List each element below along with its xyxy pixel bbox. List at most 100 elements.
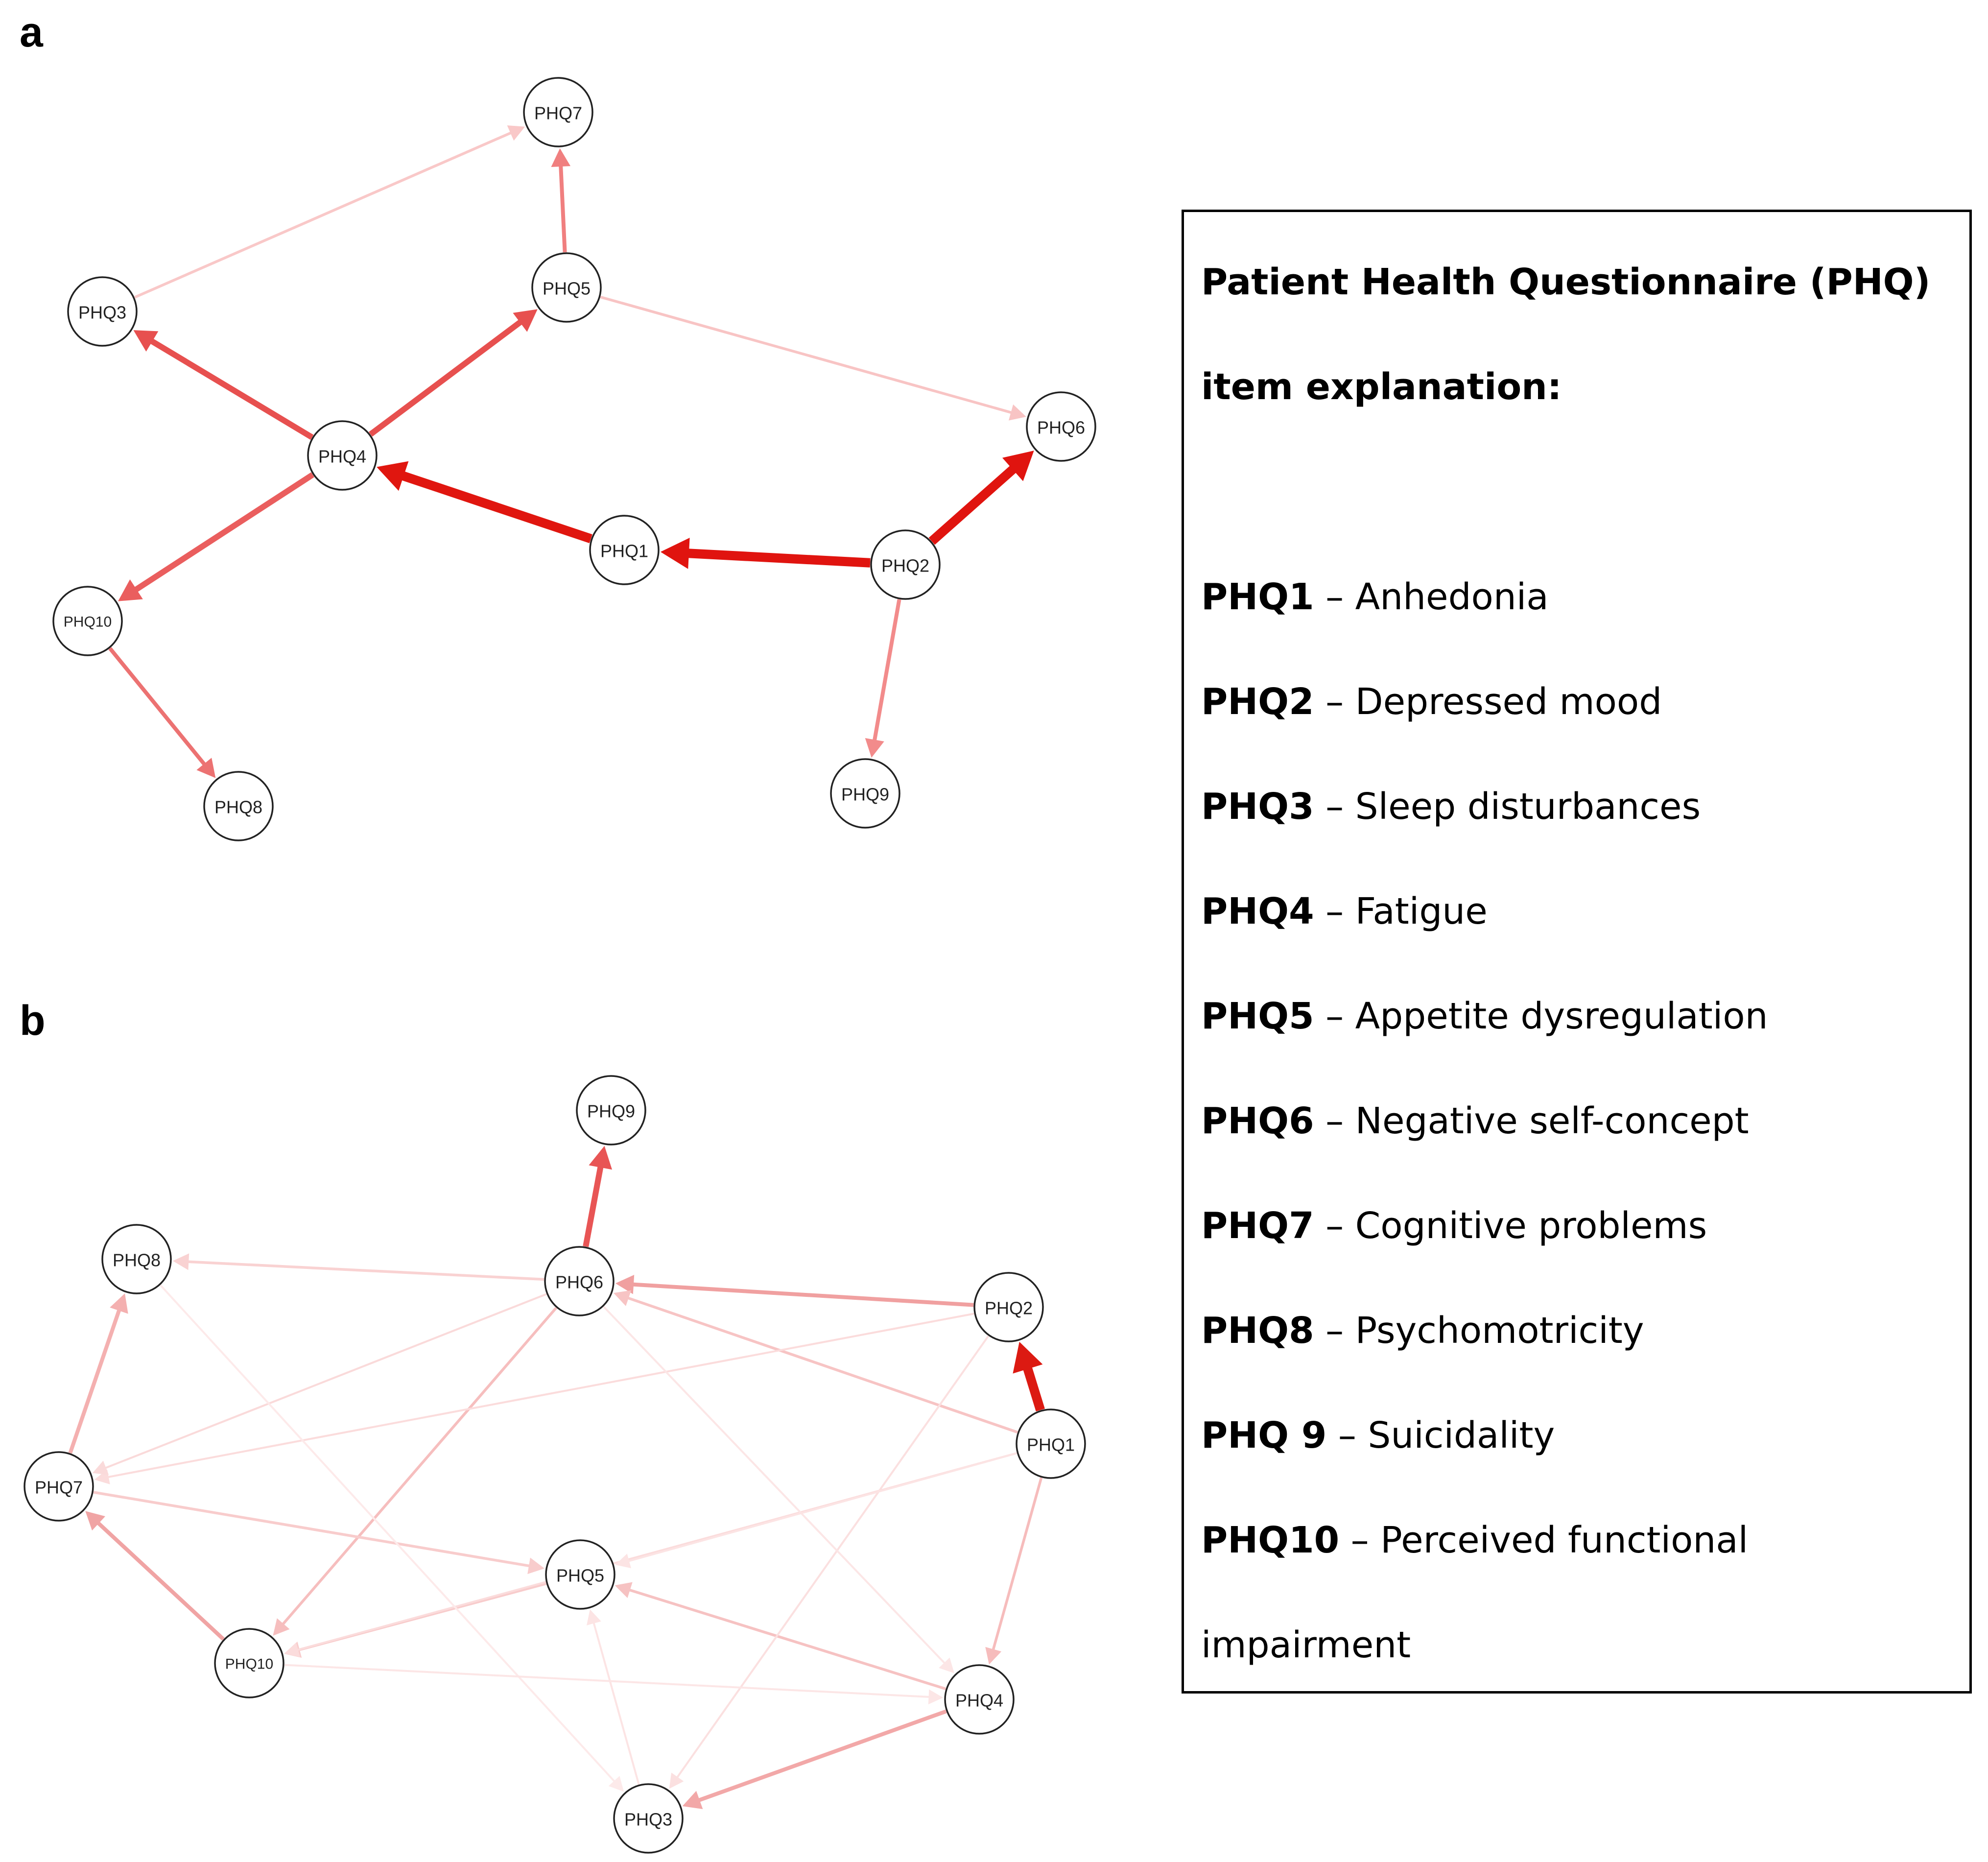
panel-b-arrowhead-phq6-to-phq7 xyxy=(92,1460,109,1475)
legend-title-line-2: item explanation: xyxy=(1201,366,1562,408)
node-label: PHQ5 xyxy=(556,1566,604,1586)
panel-b-edge-phq8-to-phq3 xyxy=(160,1284,615,1783)
panel-b-edge-phq2-to-phq3 xyxy=(676,1335,990,1779)
node-circle xyxy=(24,1451,94,1522)
panel-b-node-phq1: PHQ1 xyxy=(1016,1408,1086,1479)
panel-b-node-phq6: PHQ6 xyxy=(544,1246,615,1316)
network-diagrams: a b PHQ7PHQ3PHQ5PHQ4PHQ6PHQ1PHQ2PHQ10PHQ… xyxy=(20,9,1096,1854)
panel-b-network: PHQ9PHQ8PHQ6PHQ2PHQ1PHQ7PHQ5PHQ10PHQ4PHQ… xyxy=(24,1075,1086,1854)
panel-b-arrowhead-phq10-to-phq7 xyxy=(85,1511,105,1531)
panel-a-node-phq1: PHQ1 xyxy=(589,515,660,585)
legend-item-phq5: PHQ5 – Appetite dysregulation xyxy=(1201,995,1768,1037)
panel-b-arrowhead-phq6-to-phq4 xyxy=(939,1657,954,1673)
panel-b-arrowhead-phq10-to-phq4 xyxy=(928,1689,944,1705)
panel-b-node-phq7: PHQ7 xyxy=(24,1451,94,1522)
panel-b-edge-phq1-to-phq6 xyxy=(627,1296,1018,1434)
panel-a-arrowhead-phq4-to-phq3 xyxy=(133,330,159,352)
panel-b-arrowhead-phq1-to-phq5 xyxy=(615,1553,631,1569)
panel-a-arrowhead-phq4-to-phq5 xyxy=(513,309,538,332)
node-circle xyxy=(203,771,274,841)
panel-b-edge-phq7-to-phq5 xyxy=(93,1491,530,1568)
node-label: PHQ7 xyxy=(534,103,582,123)
panel-b-edge-phq6-to-phq8 xyxy=(188,1260,544,1281)
panel-a-node-phq7: PHQ7 xyxy=(523,77,593,147)
node-circle xyxy=(613,1783,684,1854)
panel-b-node-phq3: PHQ3 xyxy=(613,1783,684,1854)
legend-title-line-1: Patient Health Questionnaire (PHQ) xyxy=(1201,261,1931,303)
panel-b-edge-phq6-to-phq7 xyxy=(104,1293,547,1469)
node-circle xyxy=(307,420,378,491)
panel-b-arrowhead-phq1-to-phq10 xyxy=(284,1642,300,1657)
panel-b-arrowhead-phq1-to-phq2 xyxy=(1013,1341,1043,1374)
panel-b-arrowhead-phq1-to-phq4 xyxy=(985,1647,1002,1665)
panel-a-arrowhead-phq3-to-phq7 xyxy=(507,125,525,141)
node-circle xyxy=(576,1075,646,1146)
panel-b-arrowhead-phq6-to-phq9 xyxy=(589,1146,613,1170)
panel-a-arrowhead-phq5-to-phq6 xyxy=(1008,404,1026,421)
node-label: PHQ9 xyxy=(841,785,889,805)
panel-a-node-phq3: PHQ3 xyxy=(67,276,138,347)
panel-a-edge-phq2-to-phq6 xyxy=(928,465,1017,545)
panel-b-edge-phq10-to-phq7 xyxy=(96,1521,225,1641)
panel-b-letter: b xyxy=(20,997,46,1044)
node-label: PHQ5 xyxy=(543,279,591,299)
panel-a-node-phq10: PHQ10 xyxy=(52,586,123,656)
panel-a-edge-phq5-to-phq6 xyxy=(600,295,1013,414)
legend-item-phq1: PHQ1 – Anhedonia xyxy=(1201,576,1549,618)
panel-a-arrowhead-phq1-to-phq4 xyxy=(377,461,409,491)
panel-a-node-phq2: PHQ2 xyxy=(870,529,941,600)
panel-a-edge-phq2-to-phq1 xyxy=(687,549,871,568)
panel-b-edge-phq4-to-phq5 xyxy=(628,1588,947,1691)
node-label: PHQ10 xyxy=(225,1656,273,1672)
panel-a-edge-phq4-to-phq3 xyxy=(150,338,314,440)
panel-a-letter: a xyxy=(20,9,44,56)
panel-b-node-phq9: PHQ9 xyxy=(576,1075,646,1146)
node-circle xyxy=(531,252,602,323)
panel-b-arrowhead-phq2-to-phq6 xyxy=(615,1274,635,1294)
panel-b-edge-phq6-to-phq4 xyxy=(603,1306,946,1664)
panel-a-edge-phq1-to-phq4 xyxy=(401,471,592,544)
panel-a-arrowhead-phq5-to-phq7 xyxy=(551,148,571,167)
node-circle xyxy=(101,1224,172,1294)
node-circle xyxy=(214,1628,284,1698)
panel-b-arrowhead-phq4-to-phq3 xyxy=(682,1790,703,1810)
panel-b-node-phq10: PHQ10 xyxy=(214,1628,284,1698)
node-circle xyxy=(523,77,593,147)
node-label: PHQ7 xyxy=(35,1478,83,1498)
panel-b-node-phq5: PHQ5 xyxy=(545,1539,615,1610)
panel-b-node-phq2: PHQ2 xyxy=(973,1272,1044,1342)
panel-b-edge-phq2-to-phq6 xyxy=(632,1282,974,1307)
legend-item-phq8: PHQ8 – Psychomotricity xyxy=(1201,1310,1644,1352)
panel-a-node-phq4: PHQ4 xyxy=(307,420,378,491)
panel-b-arrowhead-phq8-to-phq3 xyxy=(608,1776,624,1792)
panel-b-arrowhead-phq3-to-phq5 xyxy=(587,1609,601,1625)
panel-b-edge-phq6-to-phq9 xyxy=(583,1166,604,1247)
panel-b-edge-phq3-to-phq5 xyxy=(592,1622,640,1785)
panel-b-arrowhead-phq4-to-phq5 xyxy=(615,1582,633,1599)
panel-a-arrowhead-phq2-to-phq1 xyxy=(660,538,690,569)
panel-a-arrowhead-phq2-to-phq9 xyxy=(865,738,884,758)
node-label: PHQ2 xyxy=(985,1298,1033,1318)
panel-b-edge-phq1-to-phq5 xyxy=(628,1452,1018,1562)
node-label: PHQ6 xyxy=(1037,418,1085,438)
node-label: PHQ9 xyxy=(587,1101,635,1122)
legend-item-phq3: PHQ3 – Sleep disturbances xyxy=(1201,786,1701,828)
panel-a-node-phq8: PHQ8 xyxy=(203,771,274,841)
node-circle xyxy=(1016,1408,1086,1479)
panel-b-edge-phq6-to-phq10 xyxy=(282,1307,558,1625)
panel-a-edge-phq4-to-phq5 xyxy=(369,319,523,437)
panel-b-edge-phq7-to-phq8 xyxy=(68,1309,121,1454)
panel-b-edge-phq1-to-phq2 xyxy=(1023,1366,1045,1411)
panel-a-arrowhead-phq2-to-phq6 xyxy=(1002,451,1034,481)
panel-a-edge-phq4-to-phq10 xyxy=(134,472,314,593)
node-label: PHQ4 xyxy=(955,1691,1003,1711)
node-circle xyxy=(589,515,660,585)
legend-item-phq4: PHQ4 – Fatigue xyxy=(1201,890,1488,932)
node-label: PHQ2 xyxy=(881,556,929,576)
panel-b-edge-phq4-to-phq3 xyxy=(698,1709,947,1802)
node-label: PHQ3 xyxy=(624,1810,672,1830)
node-label: PHQ1 xyxy=(1027,1435,1075,1455)
node-label: PHQ1 xyxy=(600,541,648,561)
panel-b-arrowhead-phq2-to-phq3 xyxy=(669,1772,684,1789)
